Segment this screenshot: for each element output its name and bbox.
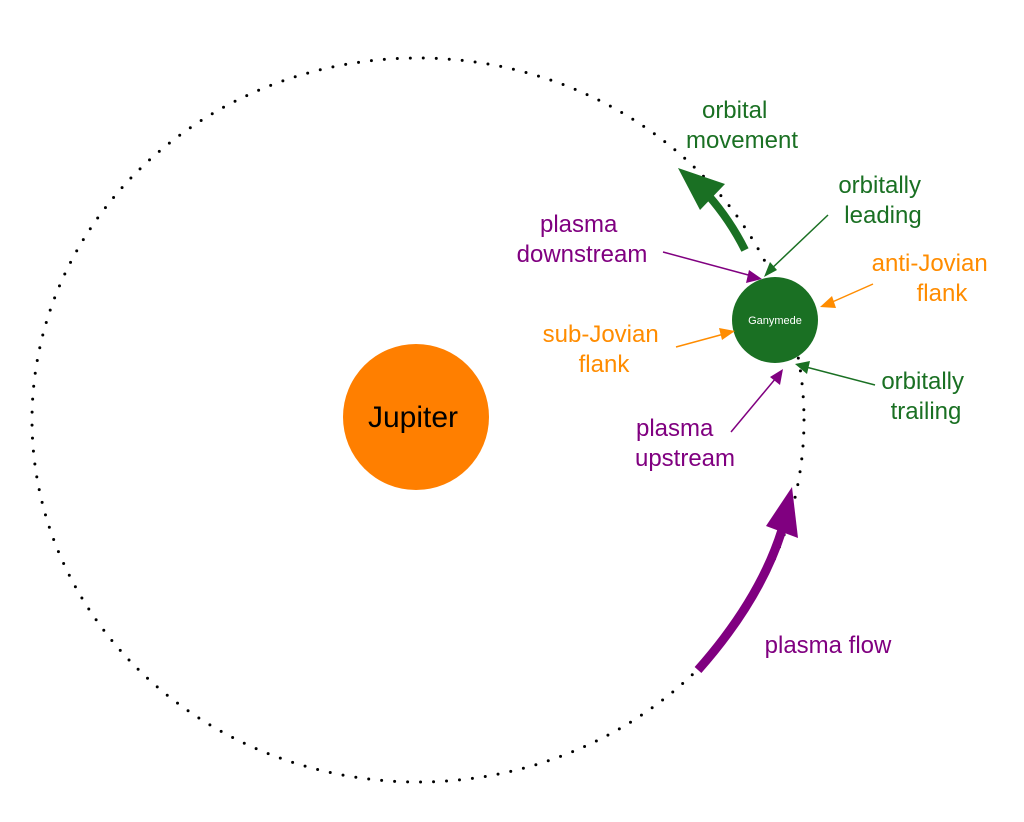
orbital-movement-label: orbital movement <box>686 97 798 154</box>
ganymede-label: Ganymede <box>748 315 802 327</box>
orbit-path <box>30 56 806 784</box>
sub-jovian-flank-arrow <box>675 333 725 348</box>
sub-jovian-flank-arrowhead <box>719 328 735 340</box>
jupiter-body <box>343 344 489 490</box>
plasma-downstream-arrow <box>662 251 753 277</box>
anti-jovian-flank-arrowhead <box>820 296 836 308</box>
orbitally-trailing-arrow <box>805 366 876 386</box>
orbital-movement-arrow <box>704 192 749 252</box>
plasma-upstream-arrow <box>730 377 777 433</box>
plasma-flow-arrow <box>694 528 787 673</box>
orbitally-leading-arrow <box>767 214 829 273</box>
sub-jovian-flank-label: sub-Jovian flank <box>543 321 666 378</box>
plasma-flow-label: plasma flow <box>765 632 892 659</box>
orbitally-leading-label: orbitally leading <box>838 172 927 229</box>
anti-jovian-flank-arrow <box>829 283 874 304</box>
orbitally-trailing-arrowhead <box>795 361 810 374</box>
orbitally-trailing-label: orbitally trailing <box>881 368 970 425</box>
orbital-movement-arrowhead <box>678 168 725 210</box>
ganymede-body <box>732 277 818 363</box>
plasma-downstream-label: plasma downstream <box>517 211 648 268</box>
anti-jovian-flank-label: anti-Jovian flank <box>872 250 995 307</box>
jupiter-label: Jupiter <box>368 401 458 434</box>
plasma-flow-arrowhead <box>766 487 798 538</box>
plasma-upstream-arrowhead <box>770 369 783 385</box>
plasma-upstream-label: plasma upstream <box>635 415 735 472</box>
plasma-downstream-arrowhead <box>746 270 762 283</box>
orbitally-leading-arrowhead <box>764 262 777 277</box>
